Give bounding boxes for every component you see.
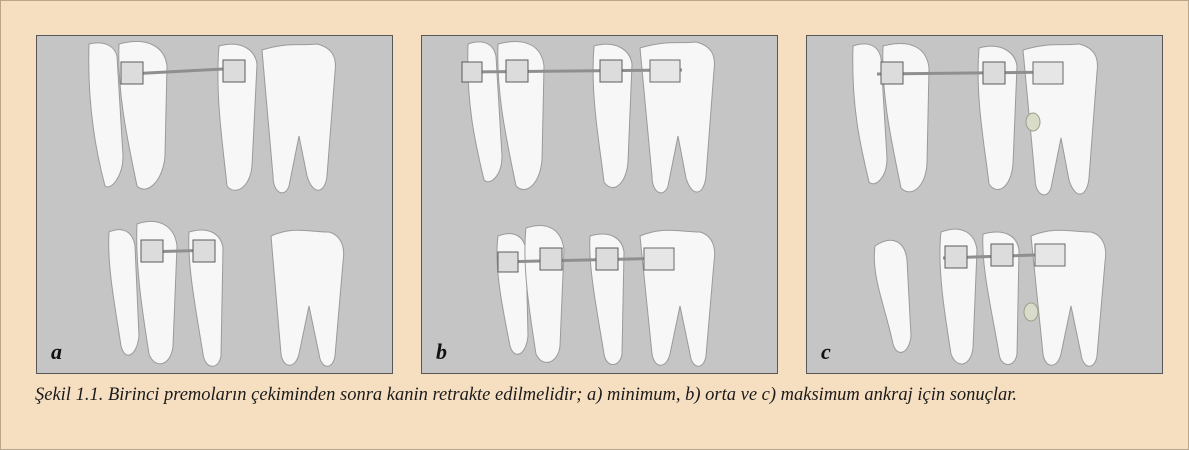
bracket-lower-canine (540, 248, 562, 270)
tube-lower-molar (644, 248, 674, 270)
anchorage-device-lower (1024, 303, 1038, 321)
bracket-upper-canine (121, 62, 143, 84)
bracket-lower-canine (945, 246, 967, 268)
bracket-upper-premolar (983, 62, 1005, 84)
panel-label-a: a (51, 339, 62, 365)
tooth-lower-molar (271, 230, 344, 366)
tooth-upper-molar (262, 44, 335, 193)
bracket-upper-canine (881, 62, 903, 84)
panel-label-b: b (436, 339, 447, 365)
figure-caption: Şekil 1.1. Birinci premoların çekiminden… (35, 384, 1165, 406)
tooth-lower-incisor (874, 240, 911, 352)
anchorage-device-upper (1026, 113, 1040, 131)
bracket-lower-premolar (991, 244, 1013, 266)
tooth-lower-canine (525, 225, 564, 362)
bracket-upper-canine (506, 60, 528, 82)
tube-lower-molar (1035, 244, 1065, 266)
bracket-upper-lateral (462, 62, 482, 82)
tooth-upper-incisor (89, 43, 123, 187)
teeth-illustration-c (807, 36, 1162, 373)
bracket-lower-canine (141, 240, 163, 262)
teeth-illustration-a (37, 36, 392, 373)
panel-a: a (36, 35, 393, 374)
tooth-lower-incisor (109, 230, 139, 355)
teeth-illustration-b (422, 36, 777, 373)
tube-upper-molar (1033, 62, 1063, 84)
bracket-lower-lateral (498, 252, 518, 272)
tube-upper-molar (650, 60, 680, 82)
bracket-lower-premolar (193, 240, 215, 262)
bracket-lower-premolar (596, 248, 618, 270)
panel-b: b (421, 35, 778, 374)
panel-label-c: c (821, 339, 831, 365)
panel-c: c (806, 35, 1163, 374)
archwire-upper (462, 70, 682, 72)
bracket-upper-premolar (223, 60, 245, 82)
bracket-upper-premolar (600, 60, 622, 82)
